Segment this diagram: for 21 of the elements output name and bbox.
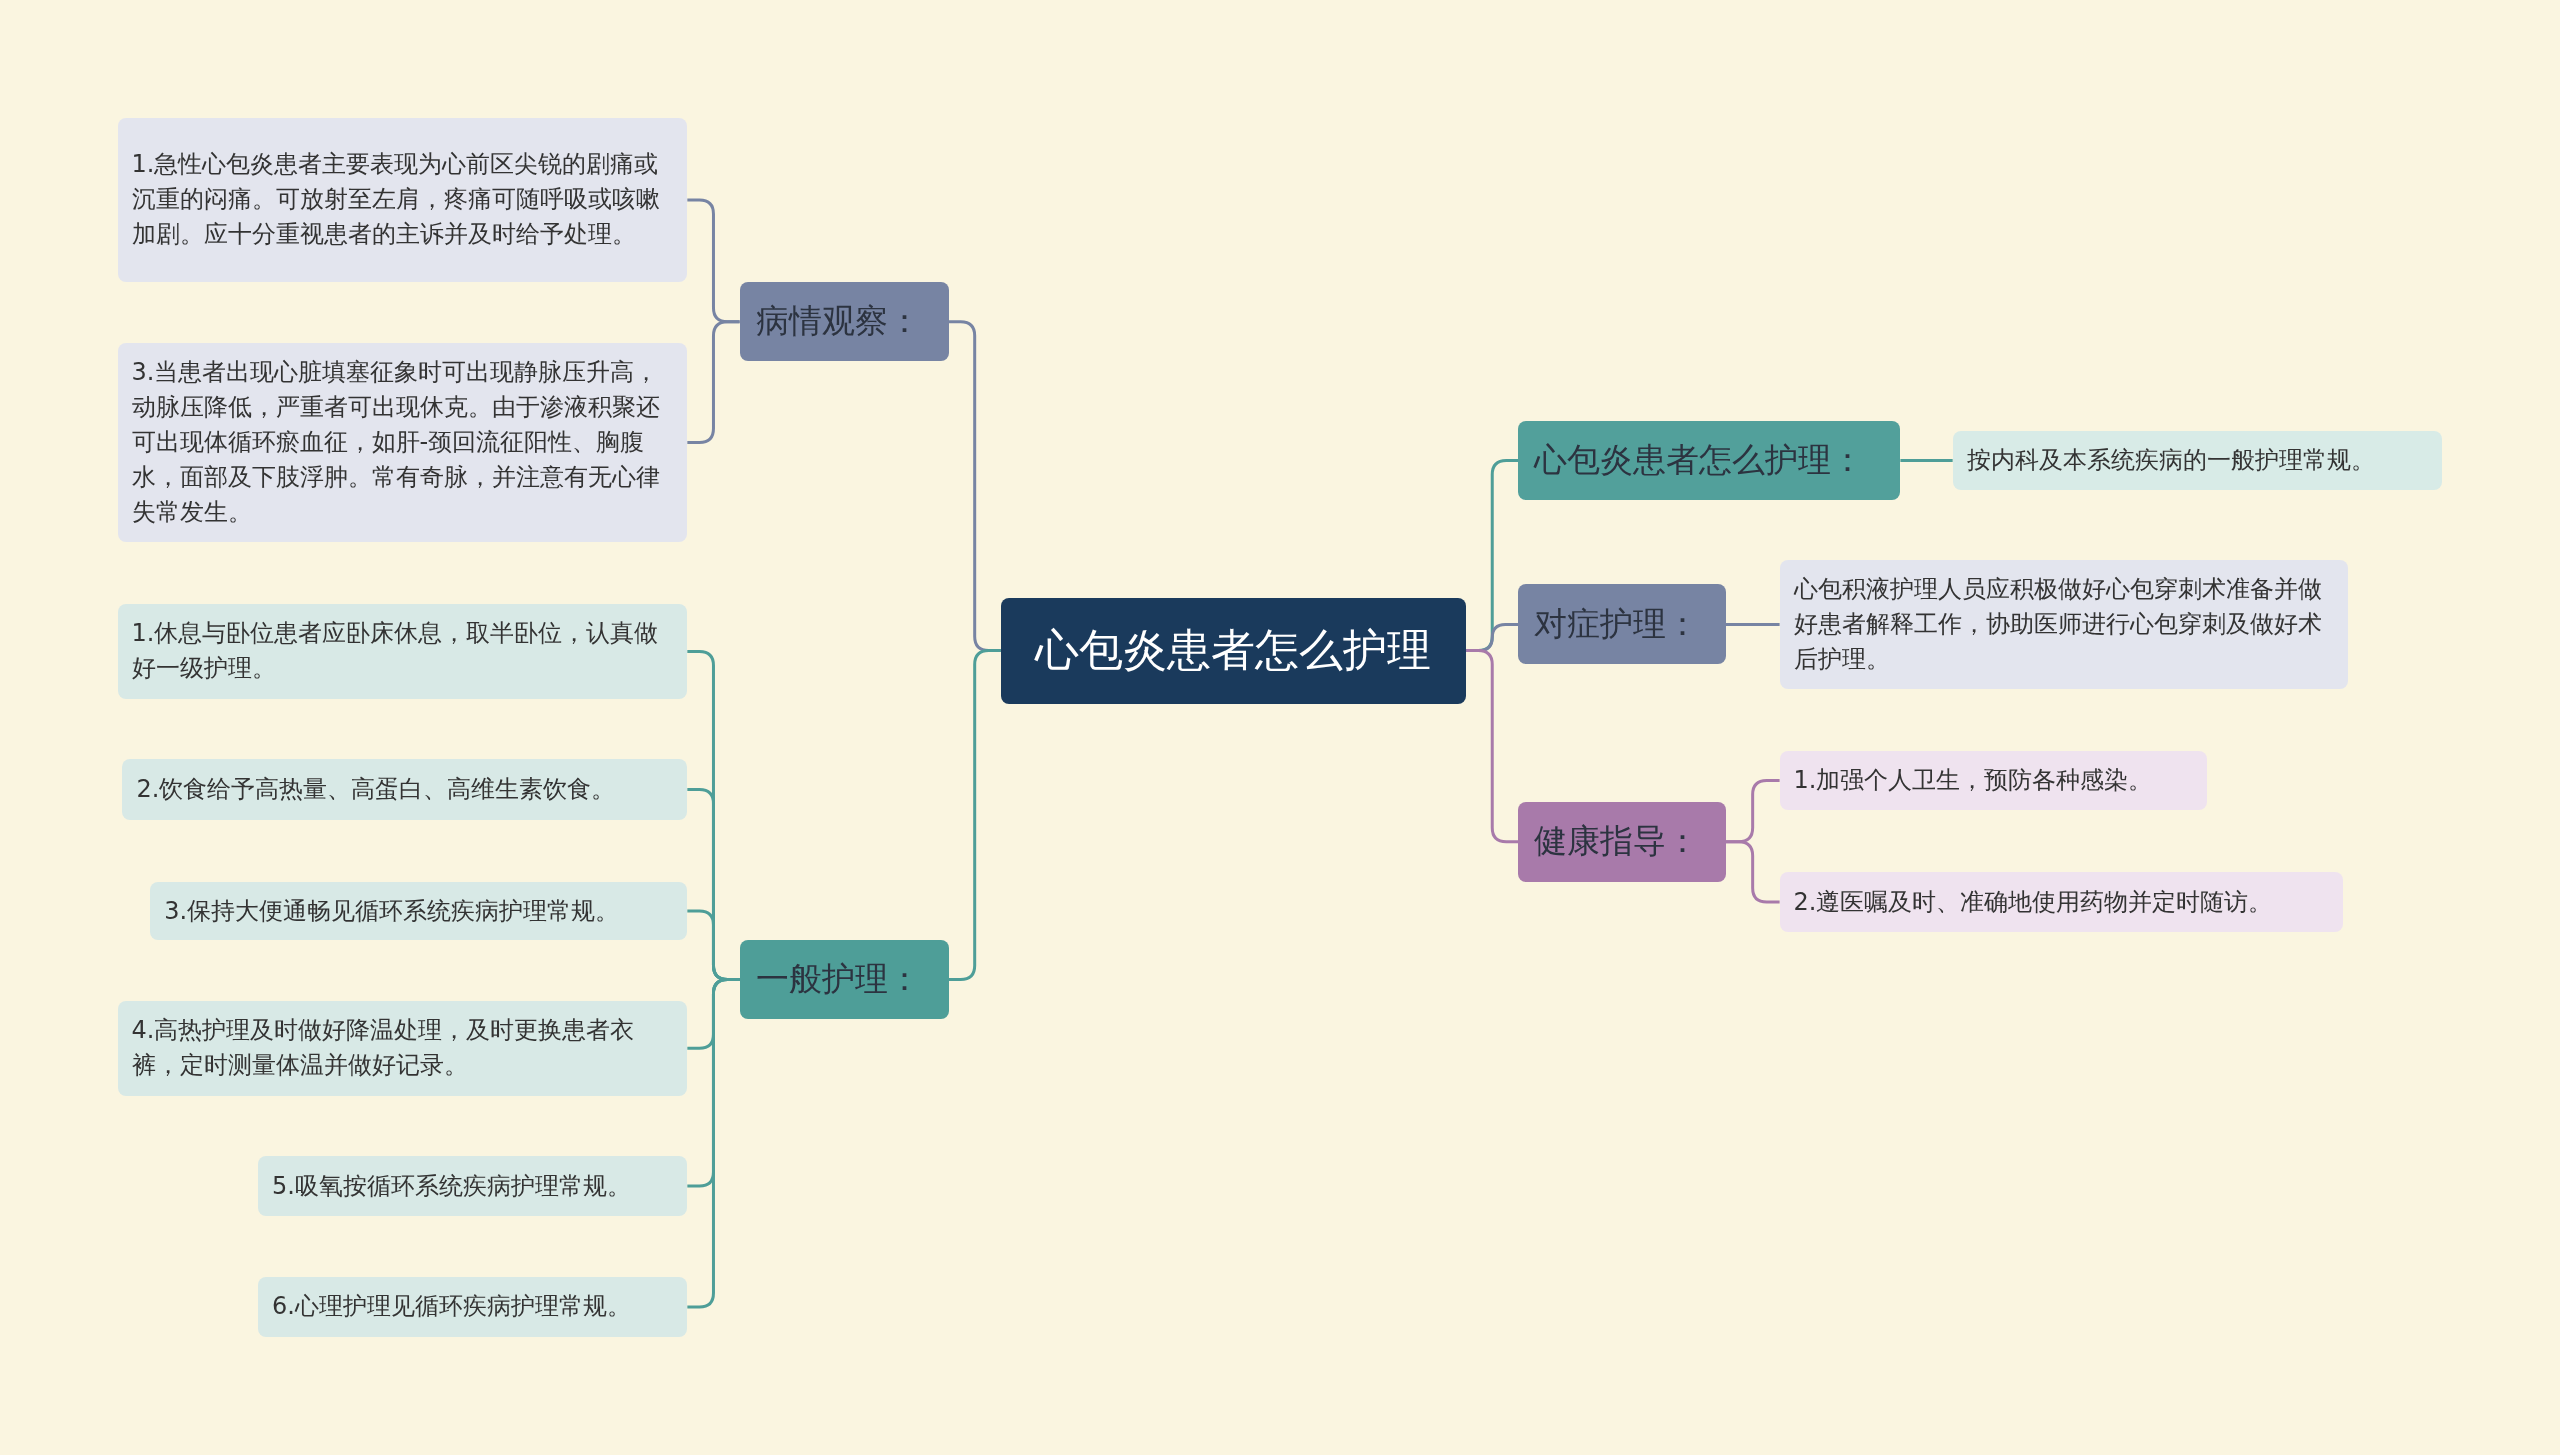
note-box: 2.饮食给予高热量、高蛋白、高维生素饮食。 <box>122 759 688 820</box>
branch-box: 心包炎患者怎么护理： <box>1518 421 1901 500</box>
note-box: 5.吸氧按循环系统疾病护理常规。 <box>257 1155 688 1217</box>
note-box: 3.当患者出现心脏填塞征象时可出现静脉压升高，动脉压降低，严重者可出现休克。由于渗液积聚还可出现体循环瘀血征，如肝-颈回流征阳性、胸腹水，面部及下肢浮肿。常有奇脉，并注意有无心律失常发生。 <box>117 342 688 542</box>
connector-line <box>1725 623 1780 626</box>
note-box: 心包积液护理人员应积极做好心包穿刺术准备并做好患者解释工作，协助医师进行心包穿刺及做好术后护理。 <box>1779 560 2348 689</box>
note-box: 6.心理护理见循环疾病护理常规。 <box>257 1276 688 1338</box>
branch-box: 对症护理： <box>1518 584 1726 665</box>
branch-box: 病情观察： <box>739 282 949 361</box>
note-box: 4.高热护理及时做好降温处理，及时更换患者衣裤，定时测量体温并做好记录。 <box>117 1000 688 1096</box>
note-box: 按内科及本系统疾病的一般护理常规。 <box>1952 431 2443 490</box>
note-box: 1.急性心包炎患者主要表现为心前区尖锐的剧痛或沉重的闷痛。可放射至左肩，疼痛可随呼吸或咳嗽加剧。应十分重视患者的主诉并及时给予处理。 <box>117 117 688 283</box>
branch-box: 健康指导： <box>1518 801 1726 882</box>
branch-box: 一般护理： <box>739 940 949 1019</box>
connector-line <box>1466 649 1519 844</box>
note-box: 1.加强个人卫生，预防各种感染。 <box>1779 751 2208 810</box>
note-box: 2.遵医嘱及时、准确地使用药物并定时随访。 <box>1779 871 2343 933</box>
connector-line <box>1900 458 1953 462</box>
topic-box: 心包炎患者怎么护理 <box>1000 597 1467 704</box>
note-box: 3.保持大便通畅见循环系统疾病护理常规。 <box>150 881 688 941</box>
note-box: 1.休息与卧位患者应卧床休息，取半卧位，认真做好一级护理。 <box>117 604 688 699</box>
